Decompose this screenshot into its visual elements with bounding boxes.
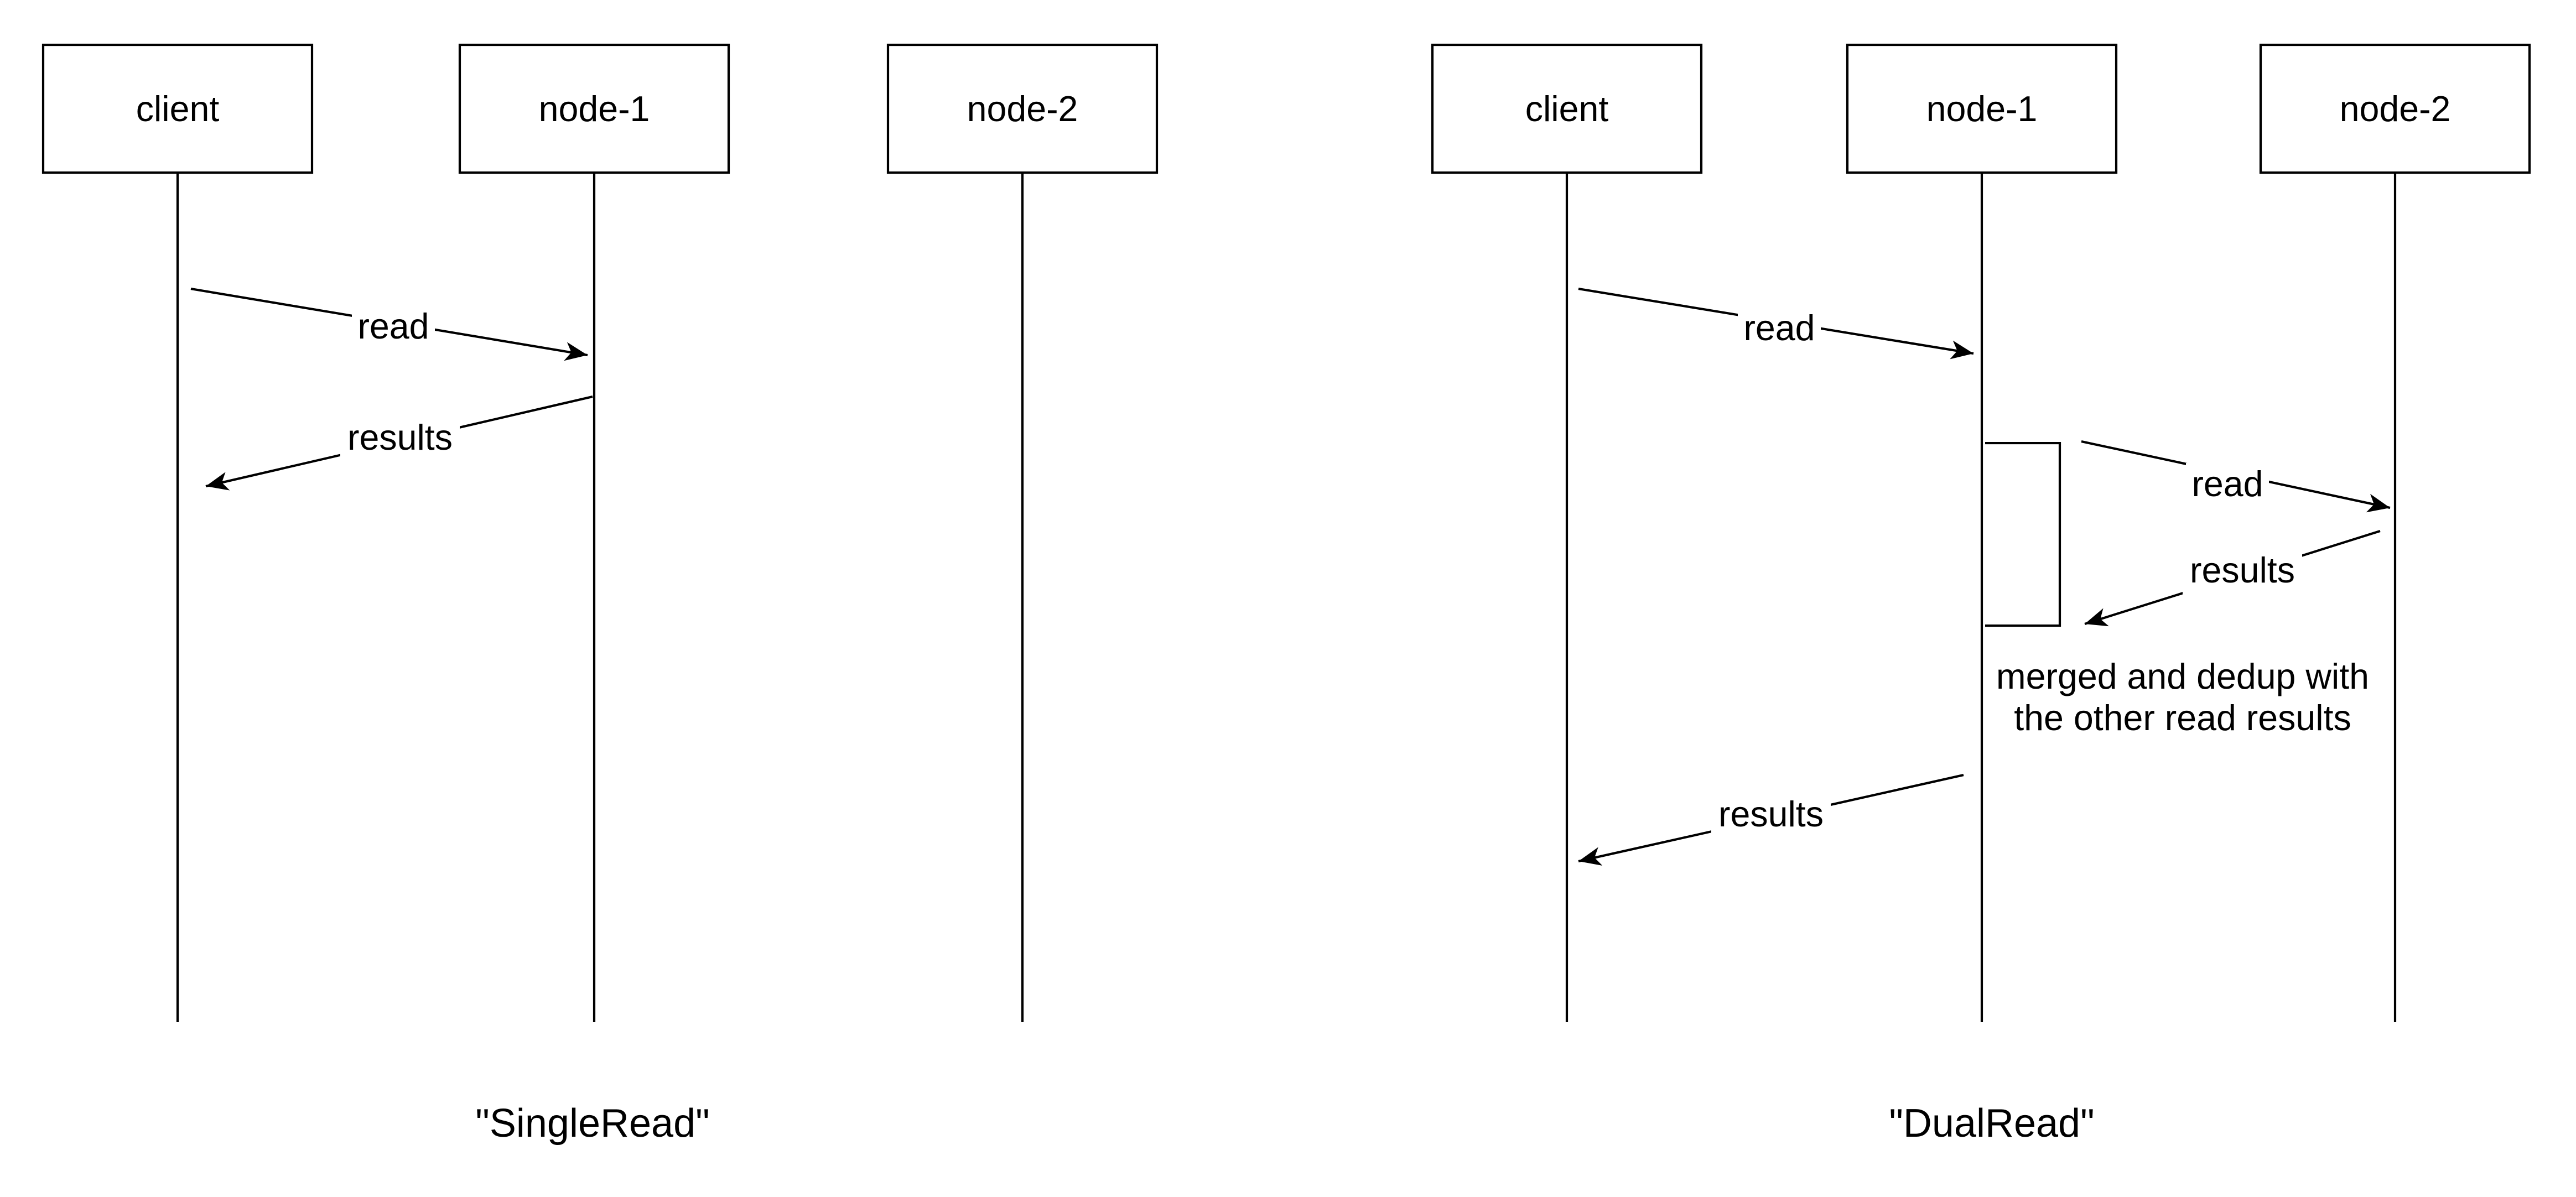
message-label-results: results — [1718, 794, 1824, 834]
note-line-2: the other read results — [2014, 698, 2351, 738]
actor-label-node-2: node-2 — [2340, 89, 2451, 129]
actor-box-client — [41, 43, 314, 174]
message-label-bg — [2183, 549, 2302, 596]
message-label-bg — [340, 415, 460, 459]
actor-box-client — [1431, 43, 1703, 174]
message-label-results: results — [347, 418, 453, 457]
actor-box-node-2 — [886, 43, 1159, 174]
note-line-1: merged and dedup with — [1996, 657, 2369, 696]
diagram-dual-read: client node-1 node-2 read read results m… — [1431, 43, 2531, 1146]
message-label-bg — [1738, 307, 1821, 351]
activation-bracket-node-1 — [1985, 441, 2061, 627]
message-label-read: read — [1743, 308, 1815, 348]
message-label-read: read — [357, 306, 429, 346]
diagram-caption-single-read: "SingleRead" — [475, 1101, 709, 1146]
diagram-caption-dual-read: "DualRead" — [1889, 1101, 2094, 1146]
message-label-bg — [1711, 793, 1831, 837]
actor-box-node-1 — [1846, 43, 2118, 174]
diagram-single-read: client node-1 node-2 read results "Singl… — [41, 43, 1159, 1146]
actor-label-client: client — [1525, 89, 1609, 129]
actor-label-node-1: node-1 — [1926, 89, 2038, 129]
actor-box-node-1 — [458, 43, 730, 174]
message-label-results: results — [2190, 550, 2295, 590]
message-label-read: read — [2191, 464, 2263, 504]
message-label-bg — [2186, 463, 2269, 507]
message-label-bg — [352, 305, 435, 349]
actor-label-node-2: node-2 — [967, 89, 1078, 129]
actor-label-node-1: node-1 — [539, 89, 650, 129]
actor-box-node-2 — [2259, 43, 2531, 174]
actor-label-client: client — [136, 89, 220, 129]
